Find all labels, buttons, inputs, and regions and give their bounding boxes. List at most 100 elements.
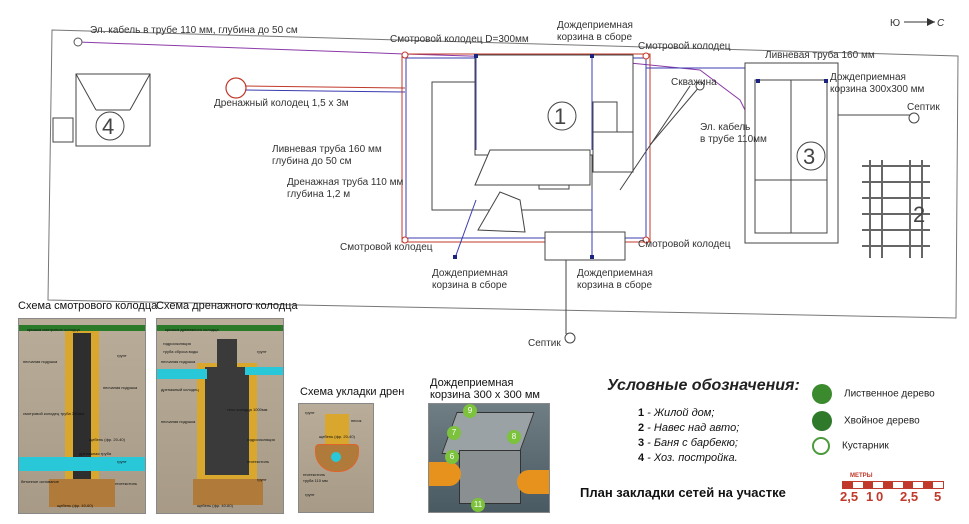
inset-label: щебень (фр. 40-60)	[197, 503, 233, 508]
inset-label: щебень (фр. 20-40)	[319, 434, 355, 439]
tree-label: Хвойное дерево	[844, 415, 920, 427]
scale-caption: МЕТРЫ	[850, 473, 873, 479]
gravel-base	[49, 479, 115, 507]
label-storm-pipe-160: Ливневая труба 160 мм	[765, 49, 875, 61]
tree-label: Лиственное дерево	[844, 388, 935, 400]
legend-tree-shrub: Кустарник	[812, 437, 889, 455]
outlet-pipe	[245, 367, 283, 375]
building-2	[862, 160, 930, 258]
drain-pipe	[19, 457, 145, 471]
plot-boundary	[47, 29, 959, 319]
inspection-well-node	[401, 236, 409, 244]
house-number-circle	[547, 101, 577, 131]
borehole-icon	[695, 81, 705, 91]
rain-basket-node	[590, 255, 594, 259]
inset-label: грунт	[305, 492, 315, 497]
inset-label: песок	[351, 418, 362, 423]
inset-label: щебень (фр. 40-60)	[57, 503, 93, 508]
compass-south: Ю	[890, 18, 900, 29]
label-septic-right: Септик	[907, 102, 940, 113]
compass-north: С	[937, 18, 945, 29]
inset-drain-laying: грунт песок щебень (фр. 20-40) геотексти…	[298, 403, 374, 513]
downpipe-line	[454, 199, 477, 259]
scale-ruler	[842, 481, 944, 489]
label-el-cable: Эл. кабель в трубе 110 мм, глубина до 50…	[90, 24, 298, 36]
building-4-circle	[95, 111, 125, 141]
borehole-line	[619, 85, 691, 191]
compass-arrowhead-icon	[927, 18, 935, 26]
inset-title-rain-basket: Дождеприемная корзина 300 х 300 мм	[430, 377, 540, 401]
legend-num: 4	[638, 452, 645, 464]
pipe-right	[517, 470, 549, 494]
well-pipe	[73, 333, 91, 481]
conifer-tree-icon	[812, 411, 832, 431]
cable-start-node	[73, 37, 83, 47]
drain-well-pipe-red	[244, 85, 406, 89]
inset-rain-basket: 9 7 8 6 11	[428, 403, 550, 513]
ground-cover	[19, 325, 145, 331]
inset-title-inspection-well: Схема смотрового колодца	[18, 300, 158, 312]
marker-7: 7	[447, 426, 461, 440]
inset-label: бетонное основание	[21, 479, 59, 484]
inset-drain-well: крышка дренажного колодца гидроизоляция …	[156, 318, 284, 514]
ground-cover	[157, 325, 283, 331]
legend-num: 1	[638, 407, 645, 419]
building-3-circle	[796, 141, 826, 171]
legend-tree-conifer: Хвойное дерево	[812, 411, 920, 431]
legend-title: Условные обозначения:	[607, 377, 800, 394]
legend-num: 2	[638, 422, 645, 434]
inspection-well-node	[642, 52, 650, 60]
inset-label: песчаная подушка	[161, 419, 196, 424]
label-septic-bottom: Септик	[528, 338, 561, 349]
scale-label: 2,5	[900, 489, 919, 504]
label-drain-well: Дренажный колодец 1,5 х 3м	[214, 98, 349, 109]
plan-title: План закладки сетей на участке	[580, 485, 786, 500]
rain-basket-node	[453, 255, 457, 259]
legend-text: - Баня с барбекю;	[644, 437, 738, 449]
rain-basket-node	[824, 79, 828, 83]
label-inspection-well-tr: Смотровой колодец	[638, 41, 731, 52]
inset-label: грунт	[257, 349, 267, 354]
legend-item-3: 3 - Баня с барбекю;	[638, 437, 738, 449]
inspection-well-node	[642, 236, 650, 244]
building-number-3: 3	[803, 144, 815, 169]
legend-num: 3	[638, 437, 645, 449]
inset-label: смотровой колодец труба 300мм	[23, 411, 84, 416]
scale-label: 0	[876, 489, 884, 504]
drain-pipe-loop	[401, 53, 651, 243]
inset-label: грунт	[117, 353, 127, 358]
scale-label: 2,5	[840, 489, 859, 504]
drain-well-icon	[225, 77, 247, 99]
inset-title-drain-well: Схема дренажного колодца	[156, 300, 298, 312]
legend-item-4: 4 - Хоз. постройка.	[638, 452, 738, 464]
scale-label: 5	[934, 489, 942, 504]
drain-pipe-icon	[331, 452, 341, 462]
inset-label: щебень (фр. 20-40)	[89, 437, 125, 442]
building-number-2: 2	[913, 202, 925, 227]
basket-body	[459, 450, 521, 504]
inspection-well-node	[401, 51, 409, 59]
electric-cable-line	[77, 41, 761, 240]
rain-basket-node	[590, 54, 594, 58]
borehole-line	[649, 85, 701, 146]
house-1	[431, 54, 634, 261]
legend-item-2: 2 - Навес над авто;	[638, 422, 739, 434]
inset-label: дренажная труба	[79, 451, 112, 456]
inset-label: труба 110 мм	[303, 478, 328, 483]
shrub-icon	[812, 437, 830, 455]
inset-label: грунт	[257, 477, 267, 482]
legend-text: - Навес над авто;	[644, 422, 740, 434]
drain-well-pipe-blue	[244, 89, 406, 93]
inset-label: геотекстиль	[247, 459, 270, 464]
rain-basket-node	[756, 79, 760, 83]
legend-text: - Хоз. постройка.	[644, 452, 738, 464]
scale-label: 1	[866, 489, 874, 504]
deciduous-tree-icon	[812, 384, 832, 404]
